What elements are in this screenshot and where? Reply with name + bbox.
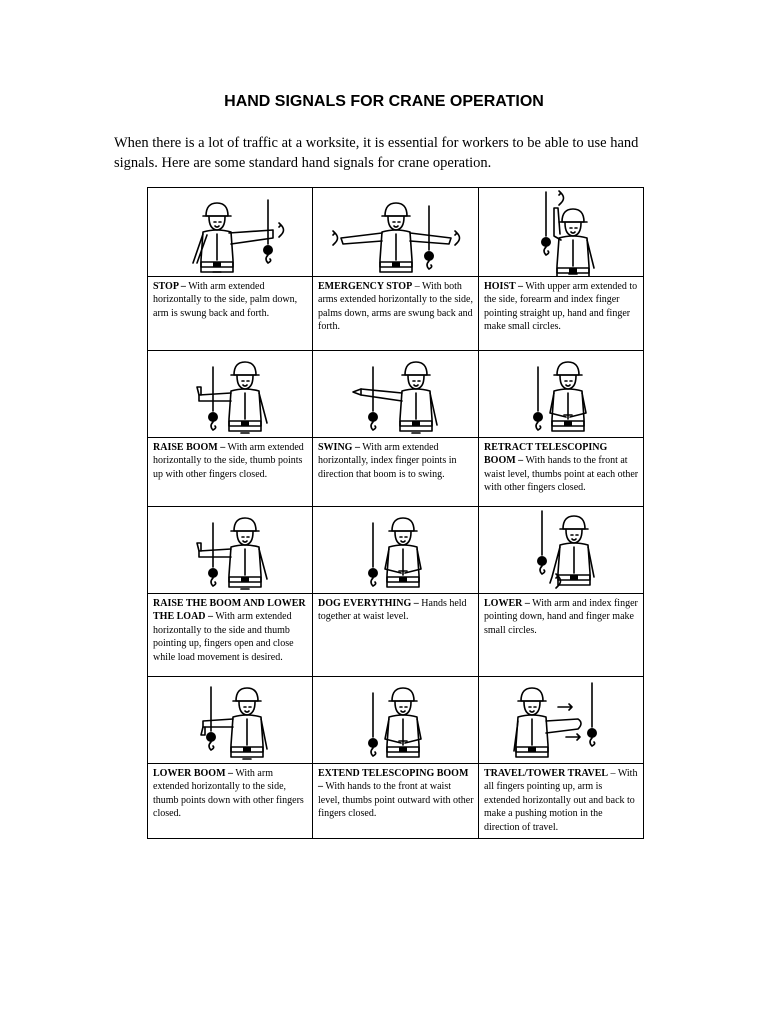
raise-boom-lower-load-signal-illustration (147, 506, 313, 594)
raise-boom-lower-load-signal-icon (155, 507, 305, 593)
signal-cell: STOP – With arm extended horizontally to… (147, 276, 313, 351)
signal-name: HOIST – (484, 281, 523, 292)
signal-cell: EMERGENCY STOP – With both arms extended… (312, 276, 479, 351)
signal-cell: RAISE THE BOOM AND LOWER THE LOAD – With… (147, 593, 313, 677)
lower-boom-signal-icon (155, 677, 305, 763)
signal-cell: HOIST – With upper arm extended to the s… (478, 276, 644, 351)
hand-signals-table: STOP – With arm extended horizontally to… (147, 187, 644, 840)
raise-boom-signal-illustration (147, 350, 313, 438)
signal-cell: SWING – With arm extended horizontally, … (312, 437, 479, 507)
signal-name: EXTEND TELESCOPING BOOM – (318, 768, 469, 793)
hoist-signal-icon (486, 188, 636, 276)
retract-telescoping-boom-signal-illustration (478, 350, 644, 438)
signal-description: With arm extended horizontally to the si… (153, 768, 304, 820)
retract-telescoping-boom-signal-icon (486, 351, 636, 437)
dog-everything-signal-icon (321, 507, 471, 593)
signal-name: RAISE BOOM – (153, 442, 226, 453)
signal-description: With arm extended horizontally, index fi… (318, 442, 457, 480)
intro-paragraph: When there is a lot of traffic at a work… (114, 135, 639, 171)
signal-description: Hands held together at waist level. (318, 598, 467, 623)
signal-name: TRAVEL/TOWER TRAVEL (484, 768, 609, 779)
lower-boom-signal-illustration (147, 676, 313, 764)
travel-signal-illustration (478, 676, 644, 764)
signal-description: With upper arm extended to the side, for… (484, 281, 638, 333)
signal-description: With arm and index finger pointing down,… (484, 598, 638, 636)
signal-description: – With all fingers pointing up, arm is e… (484, 768, 638, 833)
swing-signal-icon (321, 351, 471, 437)
lower-signal-illustration (478, 506, 644, 594)
signal-description: With hands to the front at waist level, … (484, 455, 639, 494)
raise-boom-signal-icon (155, 351, 305, 437)
extend-telescoping-boom-signal-icon (321, 677, 471, 763)
stop-signal-icon (155, 188, 305, 276)
signal-description: With arm extended horizontally to the si… (153, 442, 304, 480)
signal-name: STOP – (153, 281, 186, 292)
signal-name: SWING – (318, 442, 360, 453)
travel-signal-icon (486, 677, 636, 763)
signal-name: LOWER – (484, 598, 530, 609)
signal-name: LOWER BOOM – (153, 768, 234, 779)
page-title: HAND SIGNALS FOR CRANE OPERATION (224, 93, 544, 110)
swing-signal-illustration (312, 350, 479, 438)
signal-name: DOG EVERYTHING – (318, 598, 419, 609)
hoist-signal-illustration (478, 187, 644, 277)
signal-description: With hands to the front at waist level, … (318, 781, 474, 820)
signal-cell: RAISE BOOM – With arm extended horizonta… (147, 437, 313, 507)
signal-cell: EXTEND TELESCOPING BOOM – With hands to … (312, 762, 479, 840)
signal-cell: TRAVEL/TOWER TRAVEL – With all fingers p… (478, 762, 644, 840)
signal-cell: LOWER BOOM – With arm extended horizonta… (147, 762, 313, 840)
lower-signal-icon (486, 507, 636, 593)
signal-description: With arm extended horizontally to the si… (153, 611, 294, 663)
stop-signal-illustration (147, 187, 313, 277)
signal-cell: LOWER – With arm and index finger pointi… (478, 593, 644, 677)
signal-cell: DOG EVERYTHING – Hands held together at … (312, 593, 479, 677)
signal-name: EMERGENCY STOP (318, 281, 413, 292)
extend-telescoping-boom-signal-illustration (312, 676, 479, 764)
signal-description: With arm extended horizontally to the si… (153, 281, 298, 319)
signal-name: RAISE THE BOOM AND LOWER THE LOAD – (153, 598, 306, 623)
emergency-stop-signal-icon (321, 188, 471, 276)
signal-description: – With both arms extended horizontally t… (318, 281, 473, 333)
signal-cell: RETRACT TELESCOPING BOOM – With hands to… (478, 437, 644, 507)
emergency-stop-signal-illustration (312, 187, 479, 277)
signal-name: RETRACT TELESCOPING BOOM – (484, 442, 608, 467)
dog-everything-signal-illustration (312, 506, 479, 594)
